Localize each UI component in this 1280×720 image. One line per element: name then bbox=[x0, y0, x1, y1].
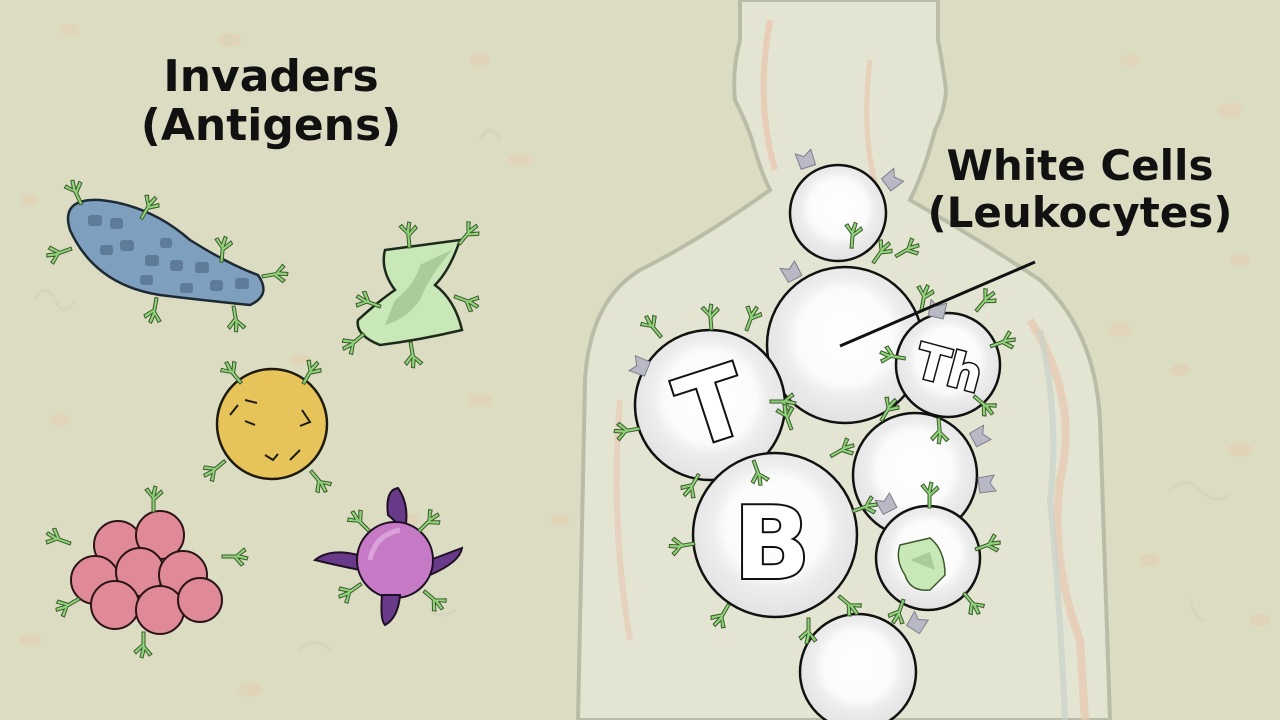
b-cell: B bbox=[691, 451, 859, 619]
rod-bacterium-antigen bbox=[43, 176, 291, 335]
invaders-heading: Invaders (Antigens) bbox=[126, 52, 416, 151]
invaders-heading-line2: (Antigens) bbox=[140, 100, 402, 152]
flat-irregular-antigen bbox=[337, 218, 484, 371]
helper-t-cell: Th bbox=[894, 297, 1002, 419]
spiked-virus-antigen bbox=[312, 486, 464, 627]
leukocyte-pointer-line bbox=[839, 260, 1036, 348]
background-pattern bbox=[19, 24, 1271, 697]
white-cells-heading: White Cells (Leukocytes) bbox=[915, 142, 1245, 236]
white-cells-heading-line1: White Cells bbox=[946, 141, 1214, 190]
invaders-heading-line1: Invaders bbox=[163, 51, 379, 102]
leukocyte-top bbox=[788, 148, 906, 263]
leukocyte-cluster: T Th B bbox=[611, 148, 1019, 720]
spiky-spore-antigen bbox=[198, 356, 335, 498]
t-cell: T bbox=[626, 328, 787, 482]
b-cell-letter: B bbox=[734, 485, 810, 602]
white-cells-heading-line2: (Leukocytes) bbox=[927, 188, 1233, 238]
cluster-cocci-antigen bbox=[42, 485, 249, 659]
leukocyte-engulfing-antigen bbox=[873, 491, 982, 612]
